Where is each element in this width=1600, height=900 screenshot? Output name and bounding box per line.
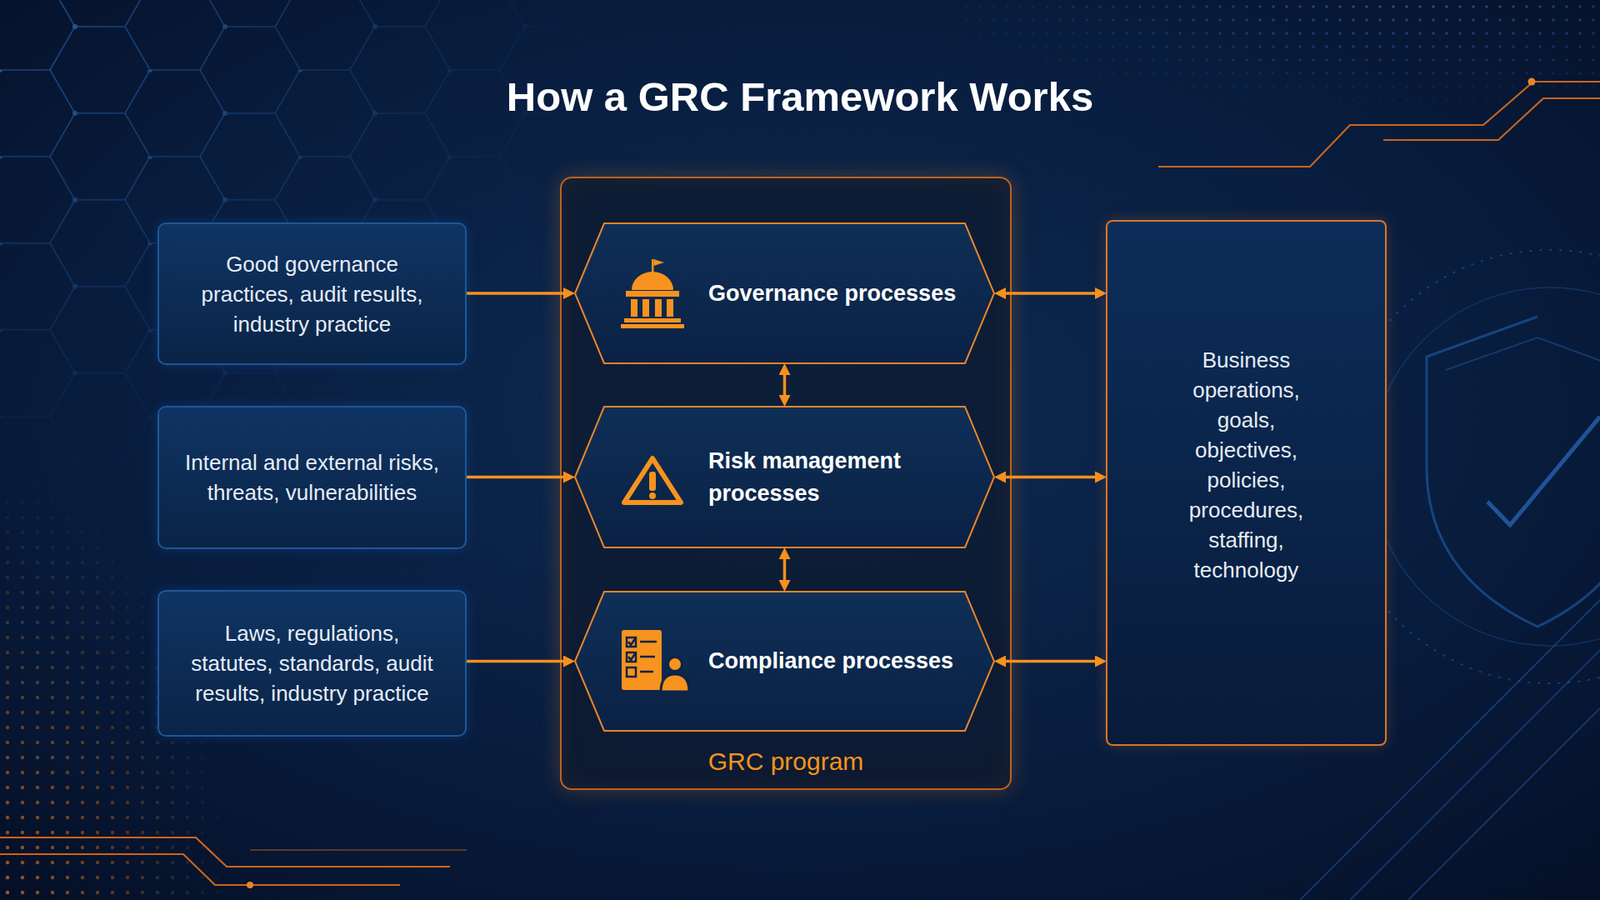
column [630, 299, 638, 317]
ring [1370, 287, 1600, 646]
hexagon-outline [575, 406, 995, 548]
circuit-line [1383, 98, 1600, 140]
box-text: Laws, regulations, statutes, standards, … [187, 618, 438, 709]
warning-icon [624, 458, 681, 503]
flow-arrow [1000, 291, 1100, 295]
input-box: Good governance practices, audit results… [157, 222, 467, 365]
shield-outline [1426, 316, 1600, 627]
process-hexagon: Governance processes [574, 222, 995, 365]
output-box: Business operations, goals, objectives, … [1105, 220, 1387, 746]
base [624, 318, 681, 323]
list-line [640, 655, 655, 659]
dot-grid [958, 0, 1600, 142]
circuit-line [0, 837, 450, 867]
exclamation-bar [649, 471, 656, 491]
flow-arrow [1000, 660, 1100, 664]
shield-outline [1445, 337, 1600, 370]
circuit-line [0, 854, 400, 885]
flow-arrow [783, 370, 787, 400]
circuit-line [250, 849, 467, 851]
circuit-line [1158, 81, 1600, 167]
box-text: Business operations, goals, objectives, … [1180, 345, 1314, 585]
person-head [668, 657, 683, 672]
compliance-icon [621, 630, 690, 692]
flow-arrow [1000, 475, 1100, 480]
hexagon-shape [574, 405, 995, 549]
flow-arrow [783, 554, 787, 585]
person-body [660, 674, 690, 692]
input-box: Internal and external risks, threats, vu… [157, 405, 467, 550]
diagram-title: How a GRC Framework Works [0, 73, 1600, 120]
warning-triangle [624, 458, 681, 503]
flow-arrow [466, 660, 569, 664]
check [628, 652, 636, 660]
circuit-node [246, 881, 254, 889]
document [621, 630, 662, 690]
list-line [640, 640, 657, 644]
circuit-node [1528, 78, 1536, 86]
hexagon-outline [575, 223, 995, 364]
flow-arrow [466, 475, 569, 480]
governance-icon [620, 259, 685, 329]
streak [1350, 650, 1600, 900]
process-label: Compliance processes [708, 590, 984, 732]
list-line [640, 670, 654, 674]
column [642, 299, 650, 317]
check [628, 637, 636, 645]
checkbox [626, 667, 636, 677]
dome [631, 271, 674, 290]
column [655, 299, 662, 317]
streak [1408, 708, 1600, 900]
base [620, 324, 685, 329]
column [666, 299, 674, 317]
process-label: Governance processes [708, 222, 984, 365]
check-mark [1487, 416, 1600, 525]
box-text: Internal and external risks, threats, vu… [180, 447, 445, 508]
circuit-lines [0, 81, 1600, 885]
container-label: GRC program [561, 746, 1010, 777]
process-hexagon: Risk management processes [574, 405, 995, 549]
process-label: Risk management processes [708, 405, 984, 549]
program-container: GRC program Governance processesRisk mana… [560, 176, 1012, 790]
checkbox [626, 652, 636, 662]
entablature [625, 290, 680, 297]
flag-pole [651, 259, 655, 278]
hexagon-outline [575, 591, 995, 731]
input-box: Laws, regulations, statutes, standards, … [157, 590, 467, 737]
box-text: Good governance practices, audit results… [187, 249, 438, 340]
flag [654, 259, 665, 266]
process-hexagon: Compliance processes [574, 590, 995, 732]
checkbox [626, 637, 636, 647]
checklist [626, 637, 657, 677]
flow-arrow [466, 291, 569, 295]
exclamation-dot [649, 492, 656, 500]
